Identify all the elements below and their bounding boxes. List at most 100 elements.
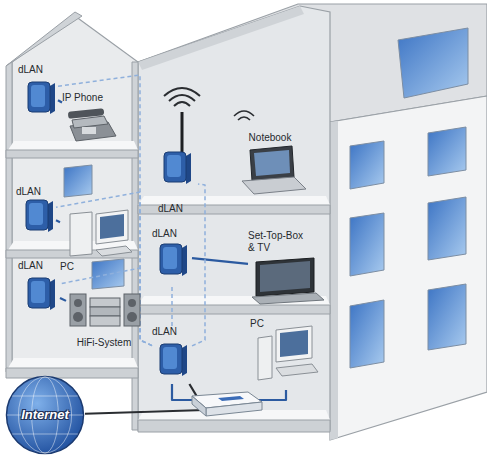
globe bbox=[7, 377, 84, 454]
dlan-adapter: dLAN bbox=[152, 228, 192, 284]
cable bbox=[172, 384, 286, 400]
back-wall bbox=[12, 16, 138, 368]
window bbox=[428, 284, 466, 350]
speaker-cone bbox=[74, 299, 82, 307]
laptop-device: Notebook bbox=[232, 132, 308, 198]
adapter-face bbox=[163, 347, 177, 369]
cable bbox=[56, 220, 60, 222]
hifi-device: HiFi-System bbox=[66, 290, 142, 348]
dlan-adapter-symbol bbox=[28, 82, 55, 114]
dlan-adapter-symbol bbox=[160, 244, 187, 276]
ceiling-edge bbox=[138, 6, 304, 70]
tv-frame bbox=[256, 258, 314, 296]
floor-slab bbox=[138, 305, 330, 314]
adapter-body bbox=[28, 278, 50, 308]
router-front bbox=[206, 402, 262, 416]
laptop-symbol bbox=[234, 111, 306, 194]
adapter-face bbox=[29, 203, 43, 225]
powerline-link bbox=[171, 284, 173, 326]
router-side bbox=[192, 396, 206, 416]
dlan-adapter: dLAN bbox=[18, 260, 60, 316]
keyboard bbox=[276, 364, 318, 376]
adapter-side bbox=[182, 345, 187, 376]
adapter-face bbox=[167, 155, 181, 177]
pc-tower bbox=[258, 336, 272, 380]
device-label: PC bbox=[250, 318, 264, 330]
adapter-side bbox=[182, 245, 187, 276]
facade-wall bbox=[330, 96, 487, 440]
antenna bbox=[181, 112, 184, 154]
router-badge bbox=[218, 396, 244, 401]
device-label: IP Phone bbox=[62, 92, 103, 104]
monitor-screen bbox=[280, 330, 308, 357]
powerline-link bbox=[60, 268, 152, 346]
pc-symbol bbox=[258, 326, 318, 380]
wifi-wave bbox=[234, 111, 254, 116]
skylight bbox=[398, 28, 468, 98]
dlan-adapter: dLAN bbox=[152, 326, 192, 384]
cable bbox=[192, 258, 248, 264]
laptop-display bbox=[254, 150, 290, 176]
phone-symbol bbox=[68, 108, 116, 141]
device-label: dLAN bbox=[18, 260, 43, 272]
wifi-wave bbox=[238, 117, 250, 120]
window bbox=[428, 127, 466, 176]
tv-device: Set-Top-Box & TV bbox=[248, 230, 326, 306]
adapter-side bbox=[50, 279, 55, 310]
speaker bbox=[70, 294, 86, 326]
floor-slab bbox=[6, 150, 138, 158]
powerline-link bbox=[192, 184, 205, 346]
internet-globe: Internet bbox=[5, 375, 85, 455]
cable bbox=[60, 298, 66, 301]
globe-parallel bbox=[12, 434, 78, 435]
wifi-wave bbox=[174, 102, 190, 106]
adapter-body bbox=[28, 82, 50, 112]
hifi-unit bbox=[90, 307, 120, 316]
monitor bbox=[96, 210, 128, 244]
floor bbox=[8, 141, 138, 150]
wall-edge bbox=[330, 121, 338, 440]
dlan-adapter: dLAN bbox=[158, 148, 198, 214]
dlan-adapter-symbol bbox=[160, 344, 187, 376]
adapter-body bbox=[160, 244, 182, 274]
adapter-body bbox=[164, 152, 186, 182]
laptop-base bbox=[242, 177, 306, 194]
dlan-adapter-symbol bbox=[26, 200, 53, 232]
device-label: dLAN bbox=[152, 326, 177, 338]
dlan-adapter-symbol bbox=[164, 88, 200, 184]
tv-symbol bbox=[252, 258, 324, 304]
device-label: Internet bbox=[21, 408, 69, 423]
speaker-cone bbox=[128, 299, 136, 307]
device-label: HiFi-System bbox=[77, 337, 131, 349]
set-top-box bbox=[252, 293, 324, 304]
floor-slab bbox=[138, 420, 330, 432]
laptop-screen bbox=[250, 146, 294, 181]
window bbox=[350, 300, 384, 368]
dlan-adapter: dLAN bbox=[18, 64, 58, 114]
device-label: dLAN bbox=[18, 64, 43, 76]
hifi-unit bbox=[90, 298, 120, 307]
monitor bbox=[276, 326, 312, 362]
cable bbox=[58, 100, 62, 102]
adapter-face bbox=[31, 85, 45, 107]
pc-device: PC bbox=[60, 208, 136, 272]
speaker bbox=[124, 294, 140, 326]
floor bbox=[8, 358, 138, 368]
adapter-side bbox=[186, 153, 191, 184]
dlan-adapter: dLAN bbox=[16, 186, 56, 236]
device-label: Set-Top-Box & TV bbox=[248, 230, 310, 253]
keypad bbox=[82, 127, 96, 134]
wifi-wave bbox=[169, 95, 195, 101]
globe-parallel bbox=[12, 396, 78, 397]
device-label: dLAN bbox=[152, 228, 177, 240]
device-label: PC bbox=[60, 261, 74, 273]
device-label: Notebook bbox=[249, 132, 292, 144]
dlan-adapter-symbol bbox=[28, 278, 55, 310]
device-label: dLAN bbox=[16, 186, 41, 198]
adapter-body bbox=[26, 200, 48, 230]
hifi-unit bbox=[90, 316, 120, 326]
adapter-side bbox=[48, 201, 53, 232]
keyboard bbox=[96, 246, 132, 256]
